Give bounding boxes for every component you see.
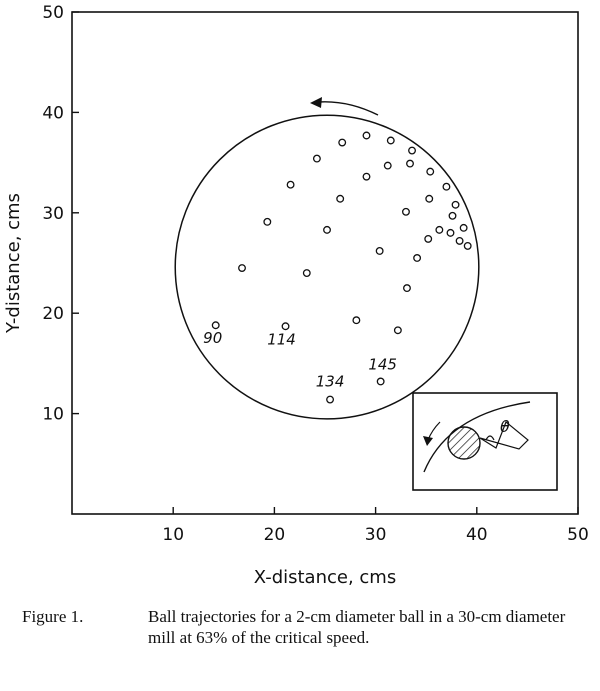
- inset-angle-lines: [479, 421, 529, 450]
- trajectory-point: [425, 194, 434, 203]
- caption-figure-number: Figure 1.: [22, 607, 84, 626]
- trajectory-point: [426, 167, 435, 176]
- point-label: 114: [267, 330, 296, 348]
- trajectory-point: [376, 377, 385, 386]
- x-axis-title: X-distance, cms: [254, 567, 396, 588]
- point-label: 134: [316, 373, 345, 391]
- y-tick-label: 50: [42, 3, 64, 23]
- point-label: 90: [203, 329, 222, 347]
- trajectory-point: [238, 264, 246, 272]
- trajectory-point: [263, 217, 272, 226]
- trajectory-point: [302, 269, 311, 277]
- trajectory-point: [281, 322, 290, 331]
- x-tick-label: 50: [567, 525, 589, 545]
- y-axis-ticks: 10 20 30 40 50: [42, 3, 79, 425]
- trajectory-point: [446, 228, 455, 237]
- x-tick-label: 10: [162, 525, 184, 545]
- trajectory-point: [312, 154, 321, 163]
- trajectory-point: [406, 159, 414, 168]
- trajectory-point: [362, 172, 371, 181]
- trajectory-point: [451, 200, 460, 209]
- x-axis-ticks: 10 20 30 40 50: [162, 507, 589, 545]
- trajectory-point: [424, 234, 433, 243]
- scatter-plot: 10 20 30 40 50 10 20 30 40 50 90 114 145 134 θ X-di…: [3, 3, 589, 588]
- trajectory-point: [323, 225, 331, 234]
- trajectory-point: [408, 146, 416, 155]
- y-tick-label: 30: [42, 204, 64, 224]
- trajectory-point: [442, 182, 451, 191]
- caption-text: Ball trajectories for a 2-cm diameter ba…: [148, 607, 566, 647]
- trajectory-point: [463, 241, 472, 250]
- x-tick-label: 30: [365, 525, 387, 545]
- trajectory-point: [286, 180, 295, 189]
- inset-diagram: θ: [412, 392, 558, 491]
- trajectory-point: [362, 131, 371, 140]
- inset-angle-arc: [485, 435, 495, 441]
- point-label: 145: [368, 355, 397, 373]
- trajectory-point: [338, 138, 347, 147]
- inset-theta-label: θ: [500, 417, 510, 436]
- y-tick-label: 10: [42, 405, 64, 425]
- inset-arrow-head: [423, 436, 433, 446]
- trajectory-point: [383, 161, 392, 170]
- x-tick-label: 20: [264, 525, 286, 545]
- x-tick-label: 40: [466, 525, 488, 545]
- rotation-arrow: [310, 97, 379, 116]
- inset-mill-wall: [423, 401, 531, 473]
- y-tick-label: 20: [42, 304, 64, 324]
- trajectory-point: [326, 395, 335, 404]
- trajectory-point: [455, 236, 464, 245]
- trajectory-point: [448, 211, 457, 220]
- trajectory-point: [211, 321, 220, 330]
- trajectory-point: [386, 136, 395, 145]
- y-axis-title: Y-distance, cms: [3, 193, 24, 334]
- trajectory-point: [435, 225, 444, 234]
- trajectory-point: [413, 254, 422, 262]
- hatched-ball-icon: [447, 426, 481, 460]
- plot-frame: [71, 11, 579, 515]
- mill-circle: [174, 114, 480, 420]
- trajectory-point: [393, 326, 402, 335]
- trajectory-point: [402, 207, 410, 216]
- trajectory-point: [375, 247, 384, 255]
- trajectory-point: [352, 316, 361, 325]
- y-tick-label: 40: [42, 103, 64, 123]
- trajectory-point: [459, 223, 468, 232]
- trajectory-point: [336, 194, 345, 203]
- trajectory-points: 90 114 145 134: [203, 131, 472, 404]
- trajectory-point: [403, 284, 411, 293]
